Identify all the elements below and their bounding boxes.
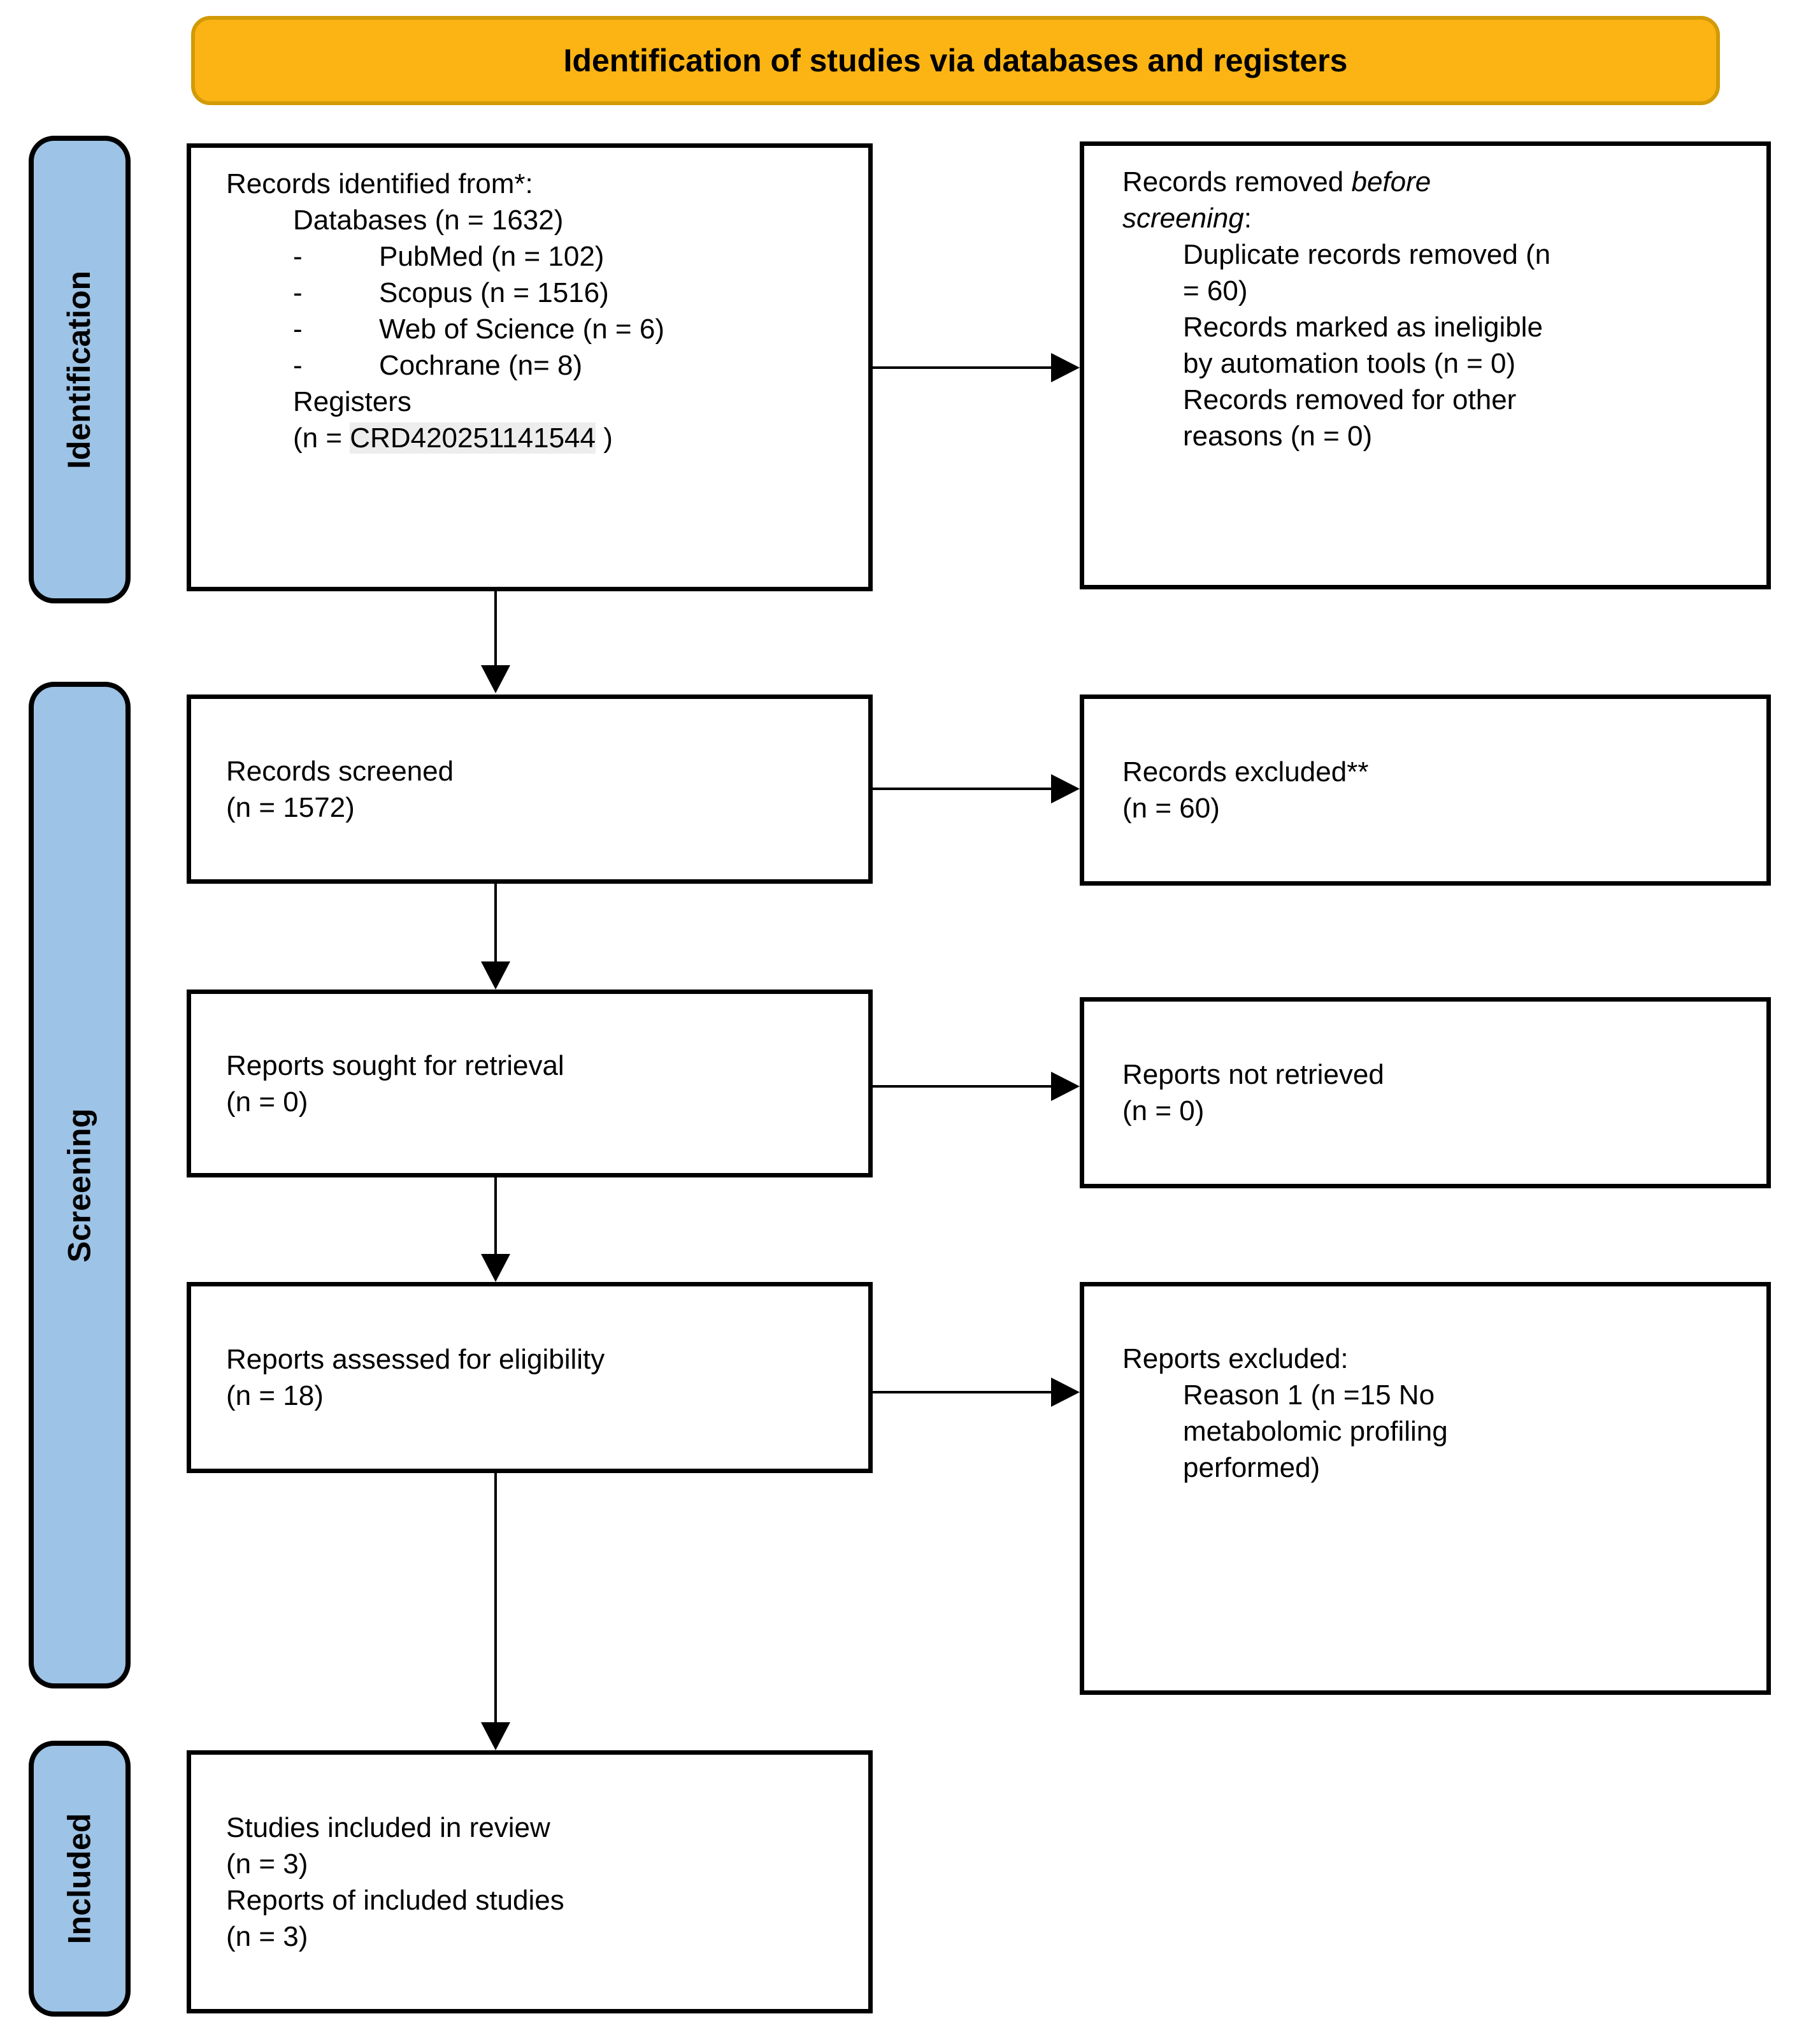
box-records-identified: Records identified from*: Databases (n =… bbox=[187, 143, 873, 591]
studies-included-line3: Reports of included studies bbox=[226, 1884, 564, 1916]
records-identified-heading: Records identified from*: bbox=[226, 168, 533, 199]
bullet-dash: - bbox=[293, 241, 303, 272]
arrow-sought-to-not-retrieved-head bbox=[1051, 1072, 1080, 1101]
records-identified-bullet-cochrane: Cochrane (n= 8) bbox=[379, 350, 583, 381]
arrow-screened-to-sought-head bbox=[481, 961, 510, 990]
studies-included-line4: (n = 3) bbox=[226, 1920, 308, 1952]
box-reports-excluded: Reports excluded: Reason 1 (n =15 No met… bbox=[1080, 1282, 1771, 1695]
records-removed-heading: Records removed before screening: bbox=[1122, 164, 1530, 236]
stage-label-screening: Screening bbox=[29, 682, 131, 1688]
arrow-sought-to-not-retrieved-line bbox=[873, 1085, 1051, 1088]
box-studies-included: Studies included in review (n = 3) Repor… bbox=[187, 1750, 873, 2013]
records-removed-heading-suffix: : bbox=[1243, 203, 1252, 234]
reports-assessed-line2: (n = 18) bbox=[226, 1380, 324, 1411]
box-records-screened: Records screened (n = 1572) bbox=[187, 695, 873, 884]
reports-sought-line1: Reports sought for retrieval bbox=[226, 1049, 564, 1081]
stage-label-included: Included bbox=[29, 1741, 131, 2017]
arrow-identified-to-screened-line bbox=[494, 591, 497, 666]
records-identified-registers-line: (n = CRD420251141544 ) bbox=[293, 420, 849, 456]
box-reports-assessed: Reports assessed for eligibility (n = 18… bbox=[187, 1282, 873, 1473]
arrow-identified-to-screened-head bbox=[481, 665, 510, 693]
records-removed-heading-italic: before screening bbox=[1122, 166, 1431, 234]
records-identified-bullet-wos: Web of Science (n = 6) bbox=[379, 313, 664, 345]
records-removed-heading-prefix: Records removed bbox=[1122, 166, 1352, 198]
studies-included-line1: Studies included in review bbox=[226, 1811, 550, 1843]
box-records-removed: Records removed before screening: Duplic… bbox=[1080, 141, 1771, 589]
arrow-assessed-to-excluded-line bbox=[873, 1391, 1051, 1393]
arrow-screened-to-excluded-head bbox=[1051, 774, 1080, 803]
records-screened-line2: (n = 1572) bbox=[226, 791, 355, 823]
arrow-identified-to-removed-head bbox=[1051, 353, 1080, 382]
records-identified-bullet-pubmed: PubMed (n = 102) bbox=[379, 241, 605, 272]
list-item: - Cochrane (n= 8) bbox=[293, 347, 849, 384]
arrow-sought-to-assessed-line bbox=[494, 1177, 497, 1255]
records-identified-databases: Databases (n = 1632) bbox=[293, 205, 564, 236]
arrow-screened-to-excluded-line bbox=[873, 788, 1051, 790]
records-identified-bullet-scopus: Scopus (n = 1516) bbox=[379, 277, 609, 308]
reports-assessed-line1: Reports assessed for eligibility bbox=[226, 1344, 605, 1375]
records-excluded-line2: (n = 60) bbox=[1122, 793, 1220, 824]
bullet-dash: - bbox=[293, 350, 303, 381]
arrow-assessed-to-excluded-head bbox=[1051, 1378, 1080, 1407]
records-excluded-line1: Records excluded** bbox=[1122, 756, 1369, 788]
registers-n-suffix: ) bbox=[596, 422, 613, 454]
bullet-dash: - bbox=[293, 277, 303, 308]
arrow-assessed-to-included-line bbox=[494, 1473, 497, 1724]
records-screened-line1: Records screened bbox=[226, 755, 454, 787]
banner-title: Identification of studies via databases … bbox=[191, 16, 1720, 105]
bullet-dash: - bbox=[293, 313, 303, 345]
stage-label-screening-text: Screening bbox=[61, 1108, 97, 1262]
arrow-assessed-to-included-head bbox=[481, 1722, 510, 1750]
reports-not-retrieved-line1: Reports not retrieved bbox=[1122, 1059, 1384, 1090]
studies-included-line2: (n = 3) bbox=[226, 1848, 308, 1880]
registers-id: CRD420251141544 bbox=[350, 422, 596, 454]
arrow-screened-to-sought-line bbox=[494, 884, 497, 963]
list-item: - Web of Science (n = 6) bbox=[293, 311, 849, 347]
arrow-sought-to-assessed-head bbox=[481, 1254, 510, 1282]
stage-label-included-text: Included bbox=[61, 1813, 97, 1945]
box-reports-not-retrieved: Reports not retrieved (n = 0) bbox=[1080, 997, 1771, 1188]
records-removed-item-other: Records removed for other reasons (n = 0… bbox=[1183, 384, 1517, 452]
reports-sought-line2: (n = 0) bbox=[226, 1086, 308, 1118]
box-reports-sought: Reports sought for retrieval (n = 0) bbox=[187, 990, 873, 1177]
reports-excluded-reason: Reason 1 (n =15 No metabolomic profiling… bbox=[1183, 1379, 1448, 1483]
arrow-identified-to-removed-line bbox=[873, 366, 1051, 369]
records-removed-item-duplicates: Duplicate records removed (n = 60) bbox=[1183, 239, 1551, 306]
records-identified-registers-label: Registers bbox=[293, 386, 412, 417]
registers-n-prefix: (n = bbox=[293, 422, 350, 454]
records-removed-item-automation: Records marked as ineligible by automati… bbox=[1183, 312, 1543, 379]
stage-label-identification: Identification bbox=[29, 136, 131, 603]
reports-excluded-heading: Reports excluded: bbox=[1122, 1343, 1349, 1374]
list-item: - Scopus (n = 1516) bbox=[293, 275, 849, 311]
reports-not-retrieved-line2: (n = 0) bbox=[1122, 1095, 1205, 1126]
box-records-excluded: Records excluded** (n = 60) bbox=[1080, 695, 1771, 886]
list-item: - PubMed (n = 102) bbox=[293, 238, 849, 275]
stage-label-identification-text: Identification bbox=[61, 270, 97, 469]
